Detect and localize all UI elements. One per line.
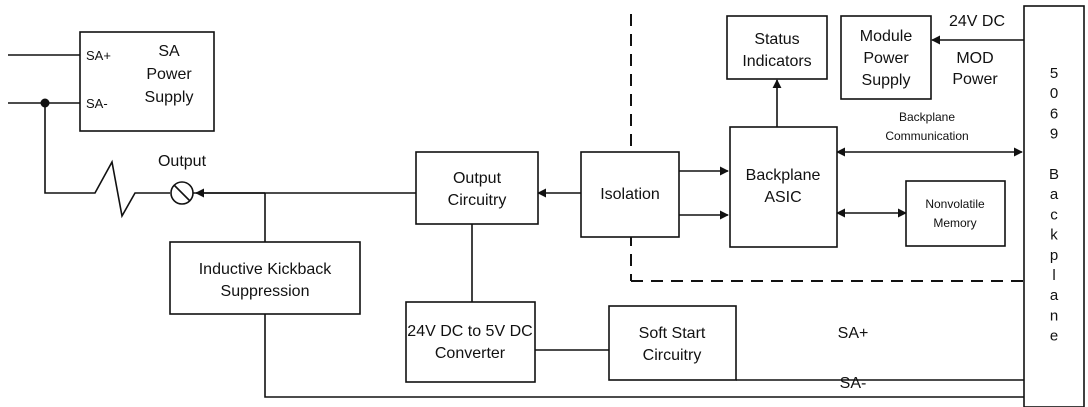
nonvolatile-memory-line-1: Nonvolatile <box>925 197 985 211</box>
voltage-24v-label: 24V DC <box>949 13 1005 30</box>
converter-line-2: Converter <box>435 345 506 362</box>
isolation-label: Isolation <box>600 186 660 203</box>
module-power-supply-line-1: Module <box>860 28 913 45</box>
mod-power-label-line-2: Power <box>952 71 998 88</box>
backplane-letter: 6 <box>1050 105 1058 122</box>
converter-block: 24V DC to 5V DC Converter <box>405 301 536 383</box>
sa-power-supply-line-2: Power <box>146 66 192 83</box>
nonvolatile-memory-line-2: Memory <box>933 216 976 230</box>
soft-start-line-2: Circuitry <box>643 347 702 364</box>
inductive-kickback-block: Inductive Kickback Suppression <box>169 241 361 315</box>
backplane-letter: e <box>1050 328 1058 345</box>
sa-minus-line-label: SA- <box>840 375 867 392</box>
isolation-block: Isolation <box>580 151 680 238</box>
nonvolatile-memory-block: Nonvolatile Memory <box>905 180 1006 247</box>
sa-plus-line-label: SA+ <box>838 325 869 342</box>
mod-power-label-line-1: MOD <box>956 50 993 67</box>
backplane-letter: a <box>1050 287 1059 304</box>
backplane-asic-line-2: ASIC <box>764 189 801 206</box>
backplane-comm-label-line-2: Communication <box>885 129 968 143</box>
soft-start-line-1: Soft Start <box>639 325 706 342</box>
sa-minus-junction <box>40 98 50 108</box>
backplane-letter: p <box>1050 247 1058 264</box>
backplane-letter: B <box>1049 166 1059 183</box>
status-indicators-line-1: Status <box>754 31 799 48</box>
output-label: Output <box>158 153 207 170</box>
backplane-asic-block: Backplane ASIC <box>729 126 838 248</box>
sa-power-supply-line-1: SA <box>158 43 180 60</box>
backplane-comm-label-line-1: Backplane <box>899 110 955 124</box>
backplane-letter: 0 <box>1050 85 1058 102</box>
backplane-letter: c <box>1050 206 1058 223</box>
backplane-letter: 5 <box>1050 65 1058 82</box>
soft-start-block: Soft Start Circuitry <box>608 305 737 381</box>
sa-power-supply-line-3: Supply <box>145 89 194 106</box>
backplane-letter: n <box>1050 307 1058 324</box>
converter-line-1: 24V DC to 5V DC <box>407 323 532 340</box>
sa-plus-pin-label: SA+ <box>86 48 111 63</box>
output-circuitry-block: Output Circuitry <box>415 151 539 225</box>
backplane-bar <box>1023 5 1085 407</box>
output-connector-icon <box>170 181 194 205</box>
inductive-kickback-line-1: Inductive Kickback <box>199 261 333 278</box>
module-power-supply-block: Module Power Supply <box>840 15 932 100</box>
status-indicators-line-2: Indicators <box>742 53 811 70</box>
inductive-kickback-line-2: Suppression <box>221 283 310 300</box>
sa-power-supply-block: SA+ SA- SA Power Supply <box>79 31 215 132</box>
module-power-supply-line-2: Power <box>863 50 909 67</box>
output-circuitry-line-2: Circuitry <box>448 192 507 209</box>
sa-minus-pin-label: SA- <box>86 96 108 111</box>
backplane-letter: k <box>1050 227 1058 244</box>
status-indicators-block: Status Indicators <box>726 15 828 80</box>
output-circuitry-line-1: Output <box>453 170 502 187</box>
backplane-letter: l <box>1052 267 1055 284</box>
backplane-asic-line-1: Backplane <box>746 167 821 184</box>
backplane-letter: a <box>1050 186 1059 203</box>
module-power-supply-line-3: Supply <box>862 72 911 89</box>
backplane-letter: 9 <box>1050 126 1058 143</box>
